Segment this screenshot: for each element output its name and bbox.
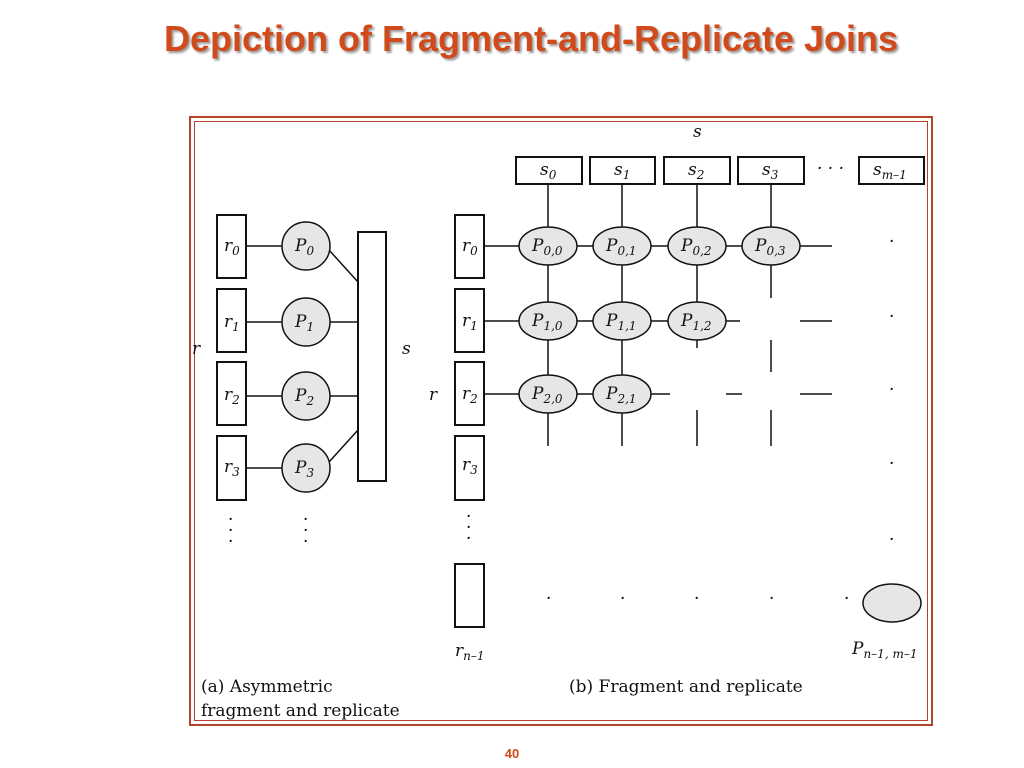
fragment-box-b-r1 xyxy=(454,288,485,353)
label-pn-1-m-1: Pn–1, m–1 xyxy=(851,639,917,661)
label-p1: P1 xyxy=(294,312,314,334)
svg-text:·: · xyxy=(228,510,233,530)
label-a-r: r xyxy=(192,339,201,359)
svg-text:·: · xyxy=(889,530,894,550)
label-p00: P0,0 xyxy=(531,236,563,258)
b-dots: ··· · · · · · · · · · · xyxy=(466,232,894,609)
fragment-box-b-r3 xyxy=(454,435,485,501)
svg-text:·: · xyxy=(466,529,471,549)
fragment-box-s0 xyxy=(515,156,583,185)
processor-p00 xyxy=(518,226,578,266)
fragment-box-sm-1 xyxy=(858,156,925,185)
svg-text:·: · xyxy=(889,307,894,327)
caption-a-line2: fragment and replicate xyxy=(201,701,400,721)
fragment-box-r3 xyxy=(216,435,247,501)
label-p10: P1,0 xyxy=(531,311,563,333)
label-p21: P2,1 xyxy=(605,384,637,406)
processor-p1 xyxy=(281,297,331,347)
label-p0: P0 xyxy=(294,236,314,258)
label-p02: P0,2 xyxy=(680,236,712,258)
figure-frame-outer xyxy=(189,116,933,726)
fragment-box-b-rn-1 xyxy=(454,563,485,628)
label-a-s: s xyxy=(402,339,411,359)
svg-text:·: · xyxy=(228,532,233,552)
processor-p02 xyxy=(667,226,727,266)
fragment-box-r0 xyxy=(216,214,247,279)
label-b-r2: r2 xyxy=(462,384,478,406)
svg-text:·: · xyxy=(303,532,308,552)
svg-text:·: · xyxy=(466,507,471,527)
svg-text:·: · xyxy=(546,589,551,609)
label-r0: r0 xyxy=(224,236,240,258)
label-p2: P2 xyxy=(294,386,314,408)
processor-p2 xyxy=(281,371,331,421)
label-p03: P0,3 xyxy=(754,236,786,258)
svg-text:·: · xyxy=(889,380,894,400)
processor-p03 xyxy=(741,226,801,266)
label-p20: P2,0 xyxy=(531,384,563,406)
label-s2: s2 xyxy=(688,160,704,182)
label-r1: r1 xyxy=(224,312,240,334)
label-sm-1: sm–1 xyxy=(873,160,907,182)
processor-p11 xyxy=(592,301,652,341)
svg-text:·: · xyxy=(694,589,699,609)
processor-p21 xyxy=(592,374,652,414)
slide-title: Depiction of Fragment-and-Replicate Join… xyxy=(163,18,899,59)
label-b-r: r xyxy=(429,385,438,405)
label-r3: r3 xyxy=(224,457,240,479)
processor-p12 xyxy=(667,301,727,341)
figure-frame-inner xyxy=(194,121,928,721)
label-b-rn-1: rn–1 xyxy=(455,641,485,663)
label-s1: s1 xyxy=(614,160,630,182)
caption-a-line1: (a) Asymmetric xyxy=(201,677,333,697)
label-b-s: s xyxy=(693,122,702,142)
fragment-box-b-r2 xyxy=(454,361,485,426)
label-p01: P0,1 xyxy=(605,236,637,258)
label-b-r3: r3 xyxy=(462,455,478,477)
fragment-box-s3 xyxy=(737,156,805,185)
relation-box-s xyxy=(357,231,387,482)
processor-p20 xyxy=(518,374,578,414)
fragment-box-r2 xyxy=(216,361,247,426)
page-number: 40 xyxy=(504,746,520,761)
label-p12: P1,2 xyxy=(680,311,712,333)
svg-text:·: · xyxy=(620,589,625,609)
svg-text:·: · xyxy=(889,232,894,252)
label-b-r1: r1 xyxy=(462,311,478,333)
label-p11: P1,1 xyxy=(605,311,637,333)
processor-p10 xyxy=(518,301,578,341)
processor-pn-1-m-1 xyxy=(862,583,922,623)
fragment-box-b-r0 xyxy=(454,214,485,279)
processor-p01 xyxy=(592,226,652,266)
fragment-box-s2 xyxy=(663,156,731,185)
a-vertical-dots: ··· ··· xyxy=(228,510,308,552)
svg-text:·: · xyxy=(303,521,308,541)
fragment-box-s1 xyxy=(589,156,656,185)
processor-p0 xyxy=(281,221,331,271)
svg-text:·: · xyxy=(303,510,308,530)
label-s0: s0 xyxy=(540,160,557,182)
fragment-box-r1 xyxy=(216,288,247,353)
label-p3: P3 xyxy=(294,458,314,480)
processor-p3 xyxy=(281,443,331,493)
label-r2: r2 xyxy=(224,385,240,407)
svg-text:·: · xyxy=(769,589,774,609)
label-b-r0: r0 xyxy=(462,236,478,258)
svg-text:·: · xyxy=(228,521,233,541)
svg-text:·: · xyxy=(844,589,849,609)
svg-text:·: · xyxy=(466,518,471,538)
label-s3: s3 xyxy=(762,160,779,182)
s-ellipsis: · · · xyxy=(817,159,844,179)
caption-b: (b) Fragment and replicate xyxy=(569,677,803,697)
svg-text:·: · xyxy=(889,454,894,474)
